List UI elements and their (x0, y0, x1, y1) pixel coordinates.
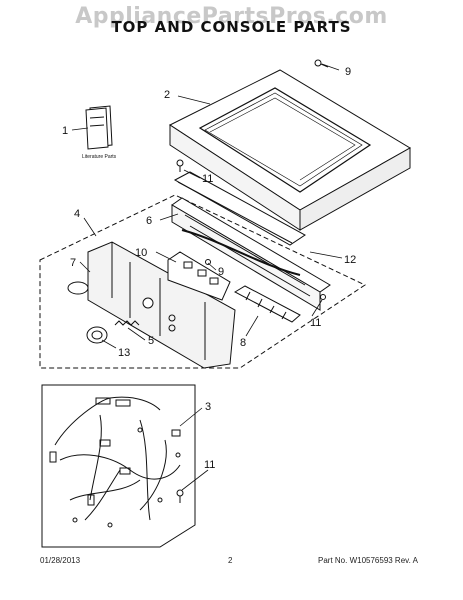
console-assembly-outline (39, 194, 367, 369)
callout-1: 1 (62, 125, 68, 137)
callout-9-top: 9 (345, 66, 351, 78)
callout-4: 4 (74, 208, 80, 220)
callout-11-harness: 11 (204, 459, 215, 471)
callout-5: 5 (148, 335, 154, 347)
keypad-bracket (233, 285, 301, 323)
screw-part-11-console (320, 294, 326, 300)
screw-part-9-top (314, 59, 329, 68)
callout-8: 8 (240, 337, 246, 349)
callout-13: 13 (118, 347, 130, 359)
top-panel (168, 69, 411, 231)
leader-lines (71, 63, 343, 491)
watermark: AppliancePartsPros.com (75, 4, 388, 29)
callout-3: 3 (205, 401, 211, 413)
callout-11-upper: 11 (202, 173, 213, 185)
callout-11-console: 11 (310, 317, 321, 329)
literature-parts-booklet (85, 105, 113, 150)
control-board (167, 251, 231, 301)
screw-part-11-upper (176, 159, 184, 172)
callout-9-console: 9 (218, 266, 224, 278)
screw-part-9-console (205, 259, 211, 265)
footer-page-number: 2 (228, 556, 233, 565)
callout-6: 6 (146, 215, 152, 227)
callout-2: 2 (164, 89, 170, 101)
page-title: TOP AND CONSOLE PARTS (111, 18, 352, 36)
footer-part-number: Part No. W10576593 Rev. A (318, 556, 418, 565)
console-front-panel (67, 241, 236, 369)
knob-spring (114, 320, 140, 326)
screw-part-11-harness (176, 489, 184, 503)
selector-knob (86, 326, 108, 344)
literature-parts-label: Literature Parts (82, 154, 117, 160)
callout-7: 7 (70, 257, 76, 269)
footer-date: 01/28/2013 (40, 556, 81, 565)
wire-harness (41, 384, 196, 548)
callout-12: 12 (344, 254, 356, 266)
callout-10: 10 (135, 247, 147, 259)
rear-bracket (173, 171, 306, 246)
